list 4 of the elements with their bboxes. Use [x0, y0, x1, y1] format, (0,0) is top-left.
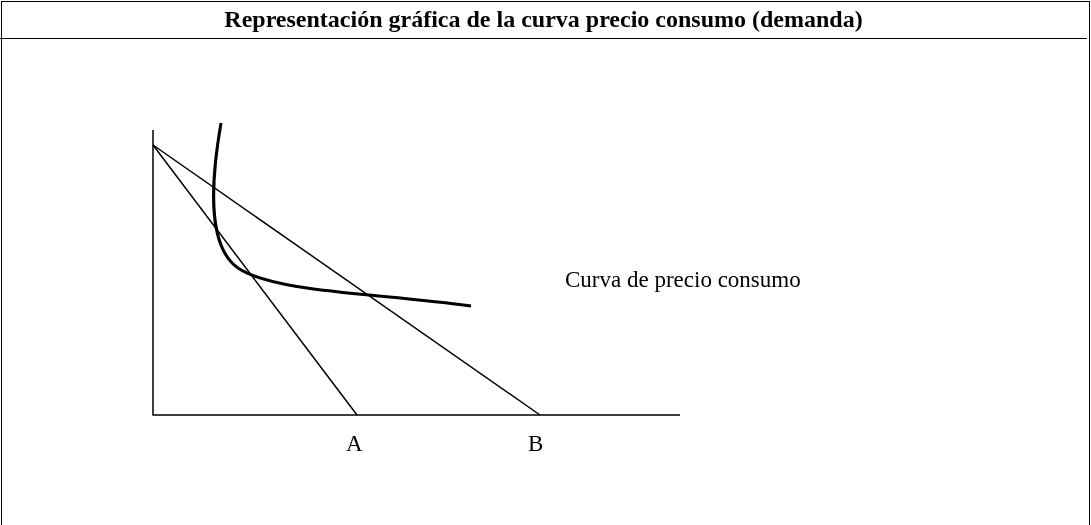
title: Representación gráfica de la curva precio consumo (demanda)	[0, 0, 1087, 39]
axis-point-label: A	[346, 432, 363, 455]
curve-label: Curva de precio consumo	[565, 268, 801, 291]
axis-point-label: B	[528, 432, 544, 455]
